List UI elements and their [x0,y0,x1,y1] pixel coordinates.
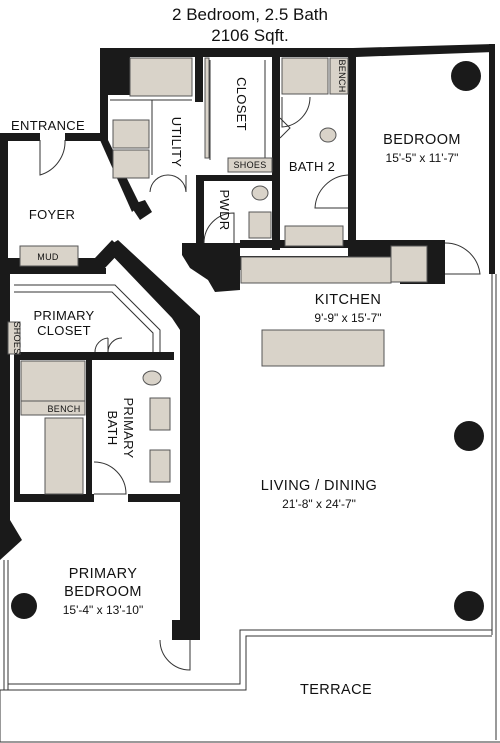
pwdr-toilet [251,185,269,201]
wall-right-upper [489,44,495,274]
wall-utility-top-block [108,57,130,95]
label-terrace: TERRACE [300,682,372,698]
wall-primary-bath-bottom-right [128,494,180,502]
closet-shoes-shelf [227,157,273,173]
columns [11,61,484,621]
wall-utility-left [100,48,108,140]
wall-bath2-left [272,57,280,107]
primary-vanity-1 [149,397,171,431]
label-utility: UTILITY [169,117,184,168]
entrance-door [39,139,66,176]
closet-rail [204,57,210,159]
wall-pwdr-right [272,100,280,250]
bath2-toilet [319,127,337,143]
washer [112,119,150,149]
mud-bench [19,245,79,267]
terrace-inner [4,635,492,691]
label-bath2: BATH 2 [289,159,335,174]
primary-bath-door [93,461,127,495]
label-bench-top: BENCH [337,59,347,92]
primary-tub [44,417,84,495]
wall-primary-bath-top [14,352,174,360]
label-primary-bedroom-1: PRIMARY [69,566,138,582]
bath2-bench [329,57,349,95]
label-primary-bedroom-2: BEDROOM [64,584,142,600]
terrace-left [0,689,4,742]
plan-area: 2106 Sqft. [211,26,289,45]
wall-primary-diagonal [105,240,200,640]
wall-primary-bath-left [14,352,20,500]
wall-entrance-left [0,133,40,141]
label-bedroom-dim: 15'-5" x 11'-7" [386,151,459,165]
kitchen-island [261,329,385,367]
closet-door-bath2 [279,117,291,139]
label-closet: CLOSET [234,77,249,131]
thin-lines [0,60,500,743]
label-primary-bath-1: PRIMARY [121,397,136,458]
column-mid-right [454,421,484,451]
wall-bedroom-corner [172,620,198,640]
wall-primary-bath-divider [86,360,92,500]
fixtures [7,57,428,495]
label-mud: MUD [37,252,59,262]
wall-pwdr-top [196,175,276,181]
primary-closet-door [94,337,123,353]
terrace-railing [8,629,492,685]
utility-door [167,174,187,193]
pwdr-sink [248,211,272,239]
bath2-vanity [284,225,344,247]
column-bottom-right [454,591,484,621]
wall-primary-closet-top [6,268,106,274]
bath2-shower [281,57,329,95]
column-bottom-left [11,593,37,619]
dryer [112,149,150,179]
utility-door-2 [149,174,169,193]
primary-bedroom-door [159,639,191,671]
wall-foyer-left [0,133,8,268]
pwdr-door [203,212,235,244]
label-bedroom: BEDROOM [383,132,461,148]
primary-closet-rod [14,291,154,352]
wall-bedroom-top [353,44,494,57]
wall-closet-left [195,57,203,102]
label-living: LIVING / DINING [261,478,377,494]
wall-primary-bath-bottom-left [14,494,94,502]
label-primary-closet-1: PRIMARY [33,308,94,323]
kitchen-counter [240,256,392,284]
wall-entrance-right [65,133,105,141]
primary-closet-shelf [14,284,161,352]
kitchen-fridge [390,245,428,283]
label-pwdr: PWDR [217,190,232,231]
column-top-right [451,61,481,91]
plan-title: 2 Bedroom, 2.5 Bath [172,5,328,24]
primary-shower [20,360,86,402]
label-primary-bath-2: BATH [105,411,120,446]
bedroom-door [314,174,349,209]
label-kitchen: KITCHEN [315,292,381,308]
wall-utility-stub [130,200,152,220]
label-foyer: FOYER [29,207,75,222]
label-shoes-side: SHOES [12,321,22,354]
label-primary-closet-2: CLOSET [37,323,91,338]
utility-cabinet [129,57,193,97]
label-shoes-top: SHOES [233,160,266,170]
primary-vanity-2 [149,449,171,483]
bath2-door [281,96,311,128]
primary-bench [20,400,86,416]
wall-left-primary [0,268,22,560]
kitchen-door [444,242,481,275]
primary-toilet [142,370,162,386]
label-kitchen-dim: 9'-9" x 15'-7" [314,311,381,325]
label-primary-bedroom-dim: 15'-4" x 13'-10" [63,603,143,617]
label-living-dim: 21'-8" x 24'-7" [282,497,356,511]
label-entrance: ENTRANCE [11,118,85,133]
wall-top [100,48,353,57]
label-bench-primary: BENCH [47,404,80,414]
wall-bath2-right [348,48,356,248]
wall-pwdr-left [196,175,204,243]
shoes-shelf-side [7,321,21,355]
